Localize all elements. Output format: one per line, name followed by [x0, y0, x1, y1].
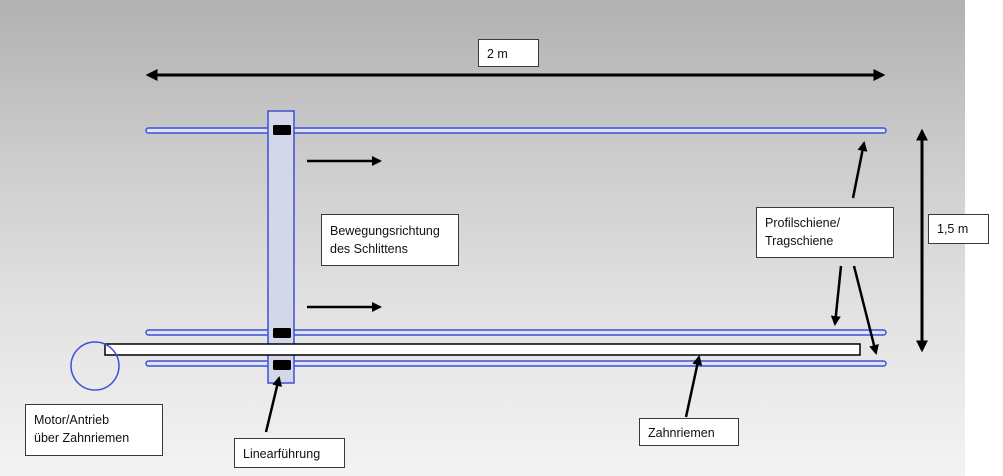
motor-label: Motor/Antrieb über Zahnriemen: [25, 404, 163, 456]
movement-direction-line-2: des Schlittens: [330, 242, 408, 256]
linear-guide-block-middle: [273, 328, 291, 338]
movement-direction-line-1: Bewegungsrichtung: [330, 224, 440, 238]
rail-pointer-arrow-top: [851, 141, 868, 199]
carriage: [267, 110, 295, 384]
movement-direction-label: Bewegungsrichtung des Schlittens: [321, 214, 459, 266]
linear-guide-label-text: Linearführung: [243, 447, 321, 461]
rail-label: Profilschiene/ Tragschiene: [756, 207, 894, 258]
belt-pointer-arrow: [684, 355, 703, 418]
motor-label-line-2: über Zahnriemen: [34, 431, 130, 445]
motor-pulley: [70, 341, 120, 391]
belt-label-text: Zahnriemen: [648, 426, 715, 440]
width-label-text: 2 m: [487, 47, 508, 61]
gantry-diagram: [70, 69, 928, 433]
middle-rail: [145, 329, 887, 336]
width-label: 2 m: [478, 39, 539, 67]
toothed-belt: [104, 343, 861, 356]
top-rail: [145, 127, 887, 134]
motor-label-line-1: Motor/Antrieb: [34, 413, 110, 427]
rail-label-line-2: Tragschiene: [765, 234, 834, 248]
rail-pointer-arrow-bottom: [852, 265, 879, 355]
belt-label: Zahnriemen: [639, 418, 739, 446]
bottom-rail: [145, 360, 887, 367]
height-label-text: 1,5 m: [937, 222, 969, 236]
rail-pointer-arrow-middle: [830, 265, 843, 326]
rail-label-line-1: Profilschiene/: [765, 216, 841, 230]
linear-guide-block-top: [273, 125, 291, 135]
linear-guide-block-bottom: [273, 360, 291, 370]
linear-guide-label: Linearführung: [234, 438, 345, 468]
linear-guide-pointer-arrow: [264, 376, 282, 433]
height-label: 1,5 m: [928, 214, 989, 244]
